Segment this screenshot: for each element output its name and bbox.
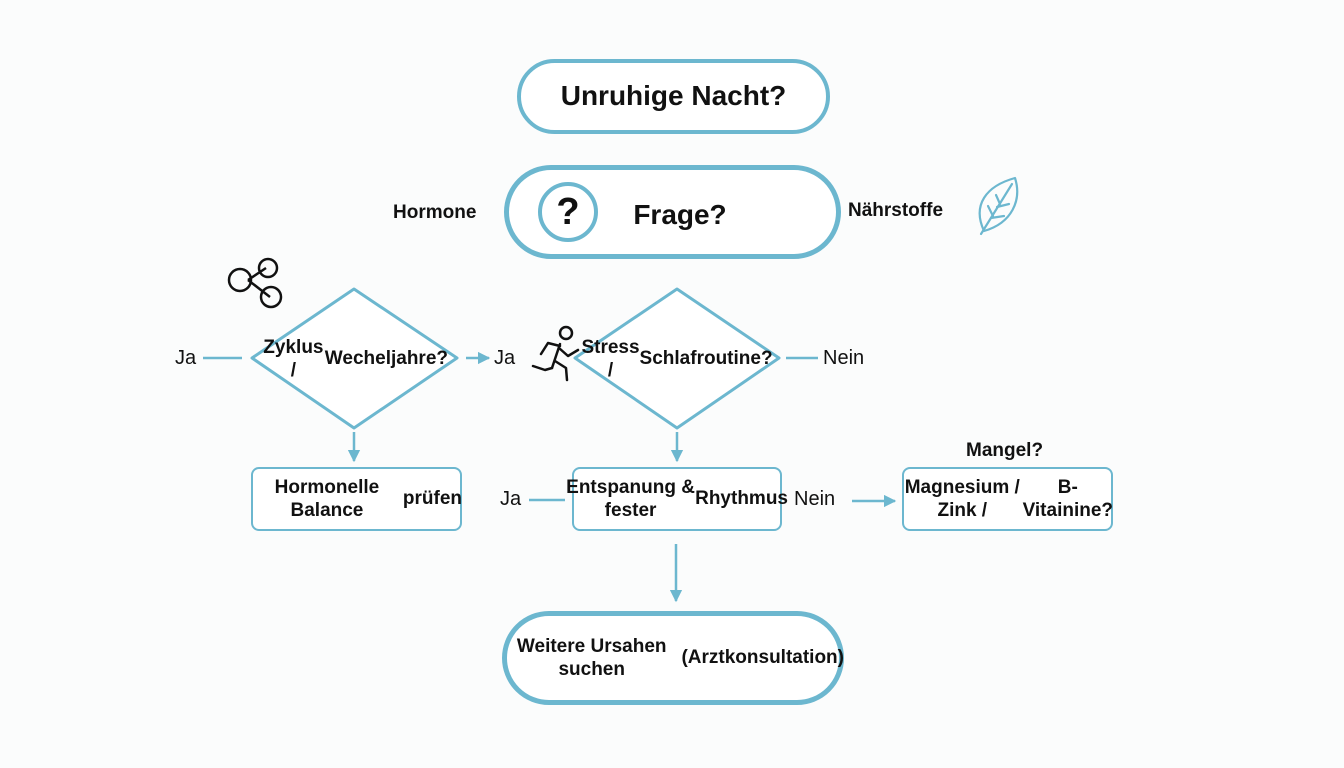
edge-label-ja-middle: Ja: [494, 347, 516, 369]
question-mark-icon: ?: [538, 182, 598, 242]
side-label-hormone: Hormone: [393, 202, 477, 223]
edge-label-ja-relax: Ja: [500, 488, 522, 510]
decision-diamond-cycle: [250, 287, 459, 430]
edge-label-nein-right: Nein: [823, 347, 865, 369]
decision-stress-line2: Schlafroutine?: [639, 348, 773, 370]
question-node: [504, 165, 841, 259]
relax-box-line2: Rhythmus: [695, 488, 788, 510]
edge-label-nein-relax: Nein: [794, 488, 836, 510]
side-label-nutrients: Nährstoffe: [848, 200, 944, 221]
relax-box: [572, 467, 782, 531]
edge-label-ja-left: Ja: [175, 347, 197, 369]
hormone-box-line1: Hormonelle Balance: [274, 476, 380, 521]
molecule-icon: [227, 257, 283, 309]
end-node: [502, 611, 844, 705]
decision-cycle-line2: Wecheljahre?: [324, 348, 448, 370]
nutrients-box-label: Magnesium / Zink / B-Vitainine?: [902, 467, 1113, 531]
nutrients-box-line2: B-Vitainine?: [1022, 476, 1114, 521]
running-person-icon: [531, 325, 580, 382]
nutrients-box-line1: Magnesium / Zink /: [904, 476, 1020, 521]
decision-cycle-line1: Zyklus /: [263, 336, 324, 381]
end-label: Weitere Ursahen suchen (Arztkonsultation…: [502, 611, 844, 705]
hormone-box-label: Hormonelle Balance prüfen: [251, 467, 462, 531]
relax-box-label: Entspanung & fester Rhythmus: [566, 467, 788, 531]
decision-cycle-label: Zyklus / Wecheljahre?: [262, 326, 448, 392]
hormone-box-line2: prüfen: [402, 488, 462, 510]
start-node: [517, 59, 830, 134]
decision-stress-line1: Stress /: [581, 336, 640, 381]
end-line2: (Arztkonsultation): [681, 647, 844, 669]
start-label: Unruhige Nacht?: [560, 80, 787, 112]
decision-stress-label: Stress / Schlafroutine?: [581, 326, 773, 392]
end-line1: Weitere Ursahen suchen: [516, 635, 667, 680]
relax-box-line1: Entspanung & fester: [566, 476, 695, 521]
question-label: Frage?: [633, 198, 727, 230]
nutrients-caption: Mangel?: [966, 440, 1044, 461]
nutrients-box: [902, 467, 1113, 531]
leaf-icon: [978, 176, 1019, 236]
decision-diamond-stress: [573, 287, 781, 430]
hormone-box: [251, 467, 462, 531]
